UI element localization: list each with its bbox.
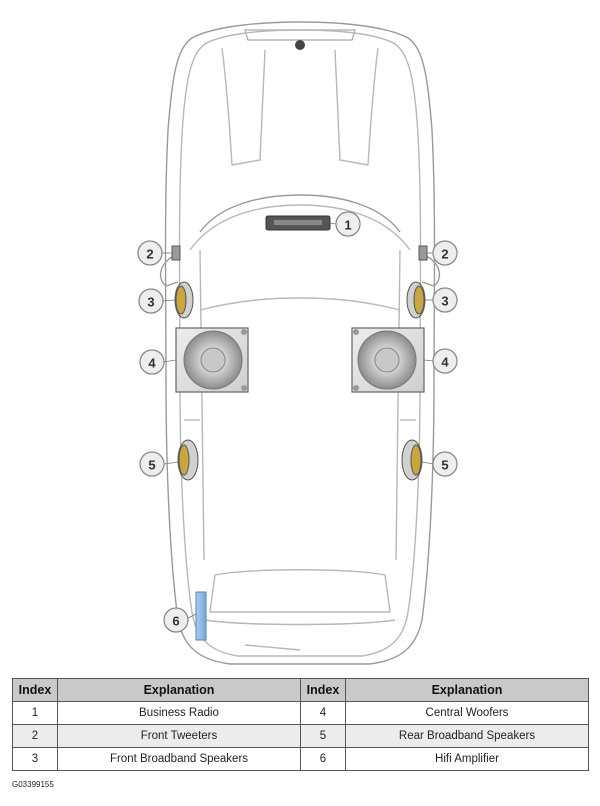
callout-2-left-label: 2 bbox=[146, 247, 153, 262]
callout-2-right-label: 2 bbox=[441, 247, 448, 262]
legend-header-row: Index Explanation Index Explanation bbox=[12, 678, 589, 702]
cell-index: 4 bbox=[300, 701, 346, 725]
header-index-1: Index bbox=[12, 678, 58, 702]
front-tweeter-right bbox=[418, 245, 428, 261]
cell-index: 1 bbox=[12, 701, 58, 725]
front-tweeter-left bbox=[171, 245, 181, 261]
callout-6: 6 bbox=[163, 607, 189, 633]
callout-leaders bbox=[161, 222, 435, 619]
callout-5-right: 5 bbox=[432, 451, 458, 477]
legend-table: Index Explanation Index Explanation 1 Bu… bbox=[12, 678, 589, 771]
callout-3-left-label: 3 bbox=[147, 295, 154, 310]
central-woofer-left bbox=[175, 327, 249, 393]
table-row: 2 Front Tweeters 5 Rear Broadband Speake… bbox=[12, 724, 589, 748]
central-woofer-right bbox=[351, 327, 425, 393]
callout-1: 1 bbox=[335, 211, 361, 237]
table-row: 1 Business Radio 4 Central Woofers bbox=[12, 701, 589, 725]
callout-4-right: 4 bbox=[432, 348, 458, 374]
callout-4-left: 4 bbox=[139, 349, 165, 375]
table-row: 3 Front Broadband Speakers 6 Hifi Amplif… bbox=[12, 747, 589, 771]
car-speaker-diagram: 1 2 2 3 3 4 4 5 5 6 bbox=[137, 21, 458, 665]
cell-explanation: Central Woofers bbox=[345, 701, 589, 725]
cell-explanation: Hifi Amplifier bbox=[345, 747, 589, 771]
rear-broadband-speaker-left bbox=[177, 439, 199, 481]
callout-5-left-label: 5 bbox=[148, 458, 155, 473]
header-index-2: Index bbox=[300, 678, 346, 702]
callout-4-right-label: 4 bbox=[441, 355, 449, 370]
cell-explanation: Front Tweeters bbox=[57, 724, 301, 748]
callout-2-right: 2 bbox=[432, 240, 458, 266]
callout-3-left: 3 bbox=[138, 288, 164, 314]
hifi-amplifier bbox=[195, 591, 207, 641]
header-explanation-1: Explanation bbox=[57, 678, 301, 702]
figure-code: G03399155 bbox=[12, 780, 54, 789]
business-radio-unit bbox=[265, 215, 331, 231]
callout-6-label: 6 bbox=[172, 614, 179, 629]
cell-explanation: Business Radio bbox=[57, 701, 301, 725]
callout-5-left: 5 bbox=[139, 451, 165, 477]
cell-explanation: Rear Broadband Speakers bbox=[345, 724, 589, 748]
callout-5-right-label: 5 bbox=[441, 458, 448, 473]
cell-index: 2 bbox=[12, 724, 58, 748]
callout-1-label: 1 bbox=[344, 218, 351, 233]
callout-4-left-label: 4 bbox=[148, 356, 156, 371]
header-explanation-2: Explanation bbox=[345, 678, 589, 702]
car-body-outline bbox=[159, 21, 441, 665]
front-broadband-speaker-left bbox=[174, 281, 194, 319]
cell-index: 5 bbox=[300, 724, 346, 748]
cell-index: 3 bbox=[12, 747, 58, 771]
cell-index: 6 bbox=[300, 747, 346, 771]
callout-2-left: 2 bbox=[137, 240, 163, 266]
callout-3-right-label: 3 bbox=[441, 294, 448, 309]
front-broadband-speaker-right bbox=[406, 281, 426, 319]
rear-broadband-speaker-right bbox=[401, 439, 423, 481]
cell-explanation: Front Broadband Speakers bbox=[57, 747, 301, 771]
callout-3-right: 3 bbox=[432, 287, 458, 313]
